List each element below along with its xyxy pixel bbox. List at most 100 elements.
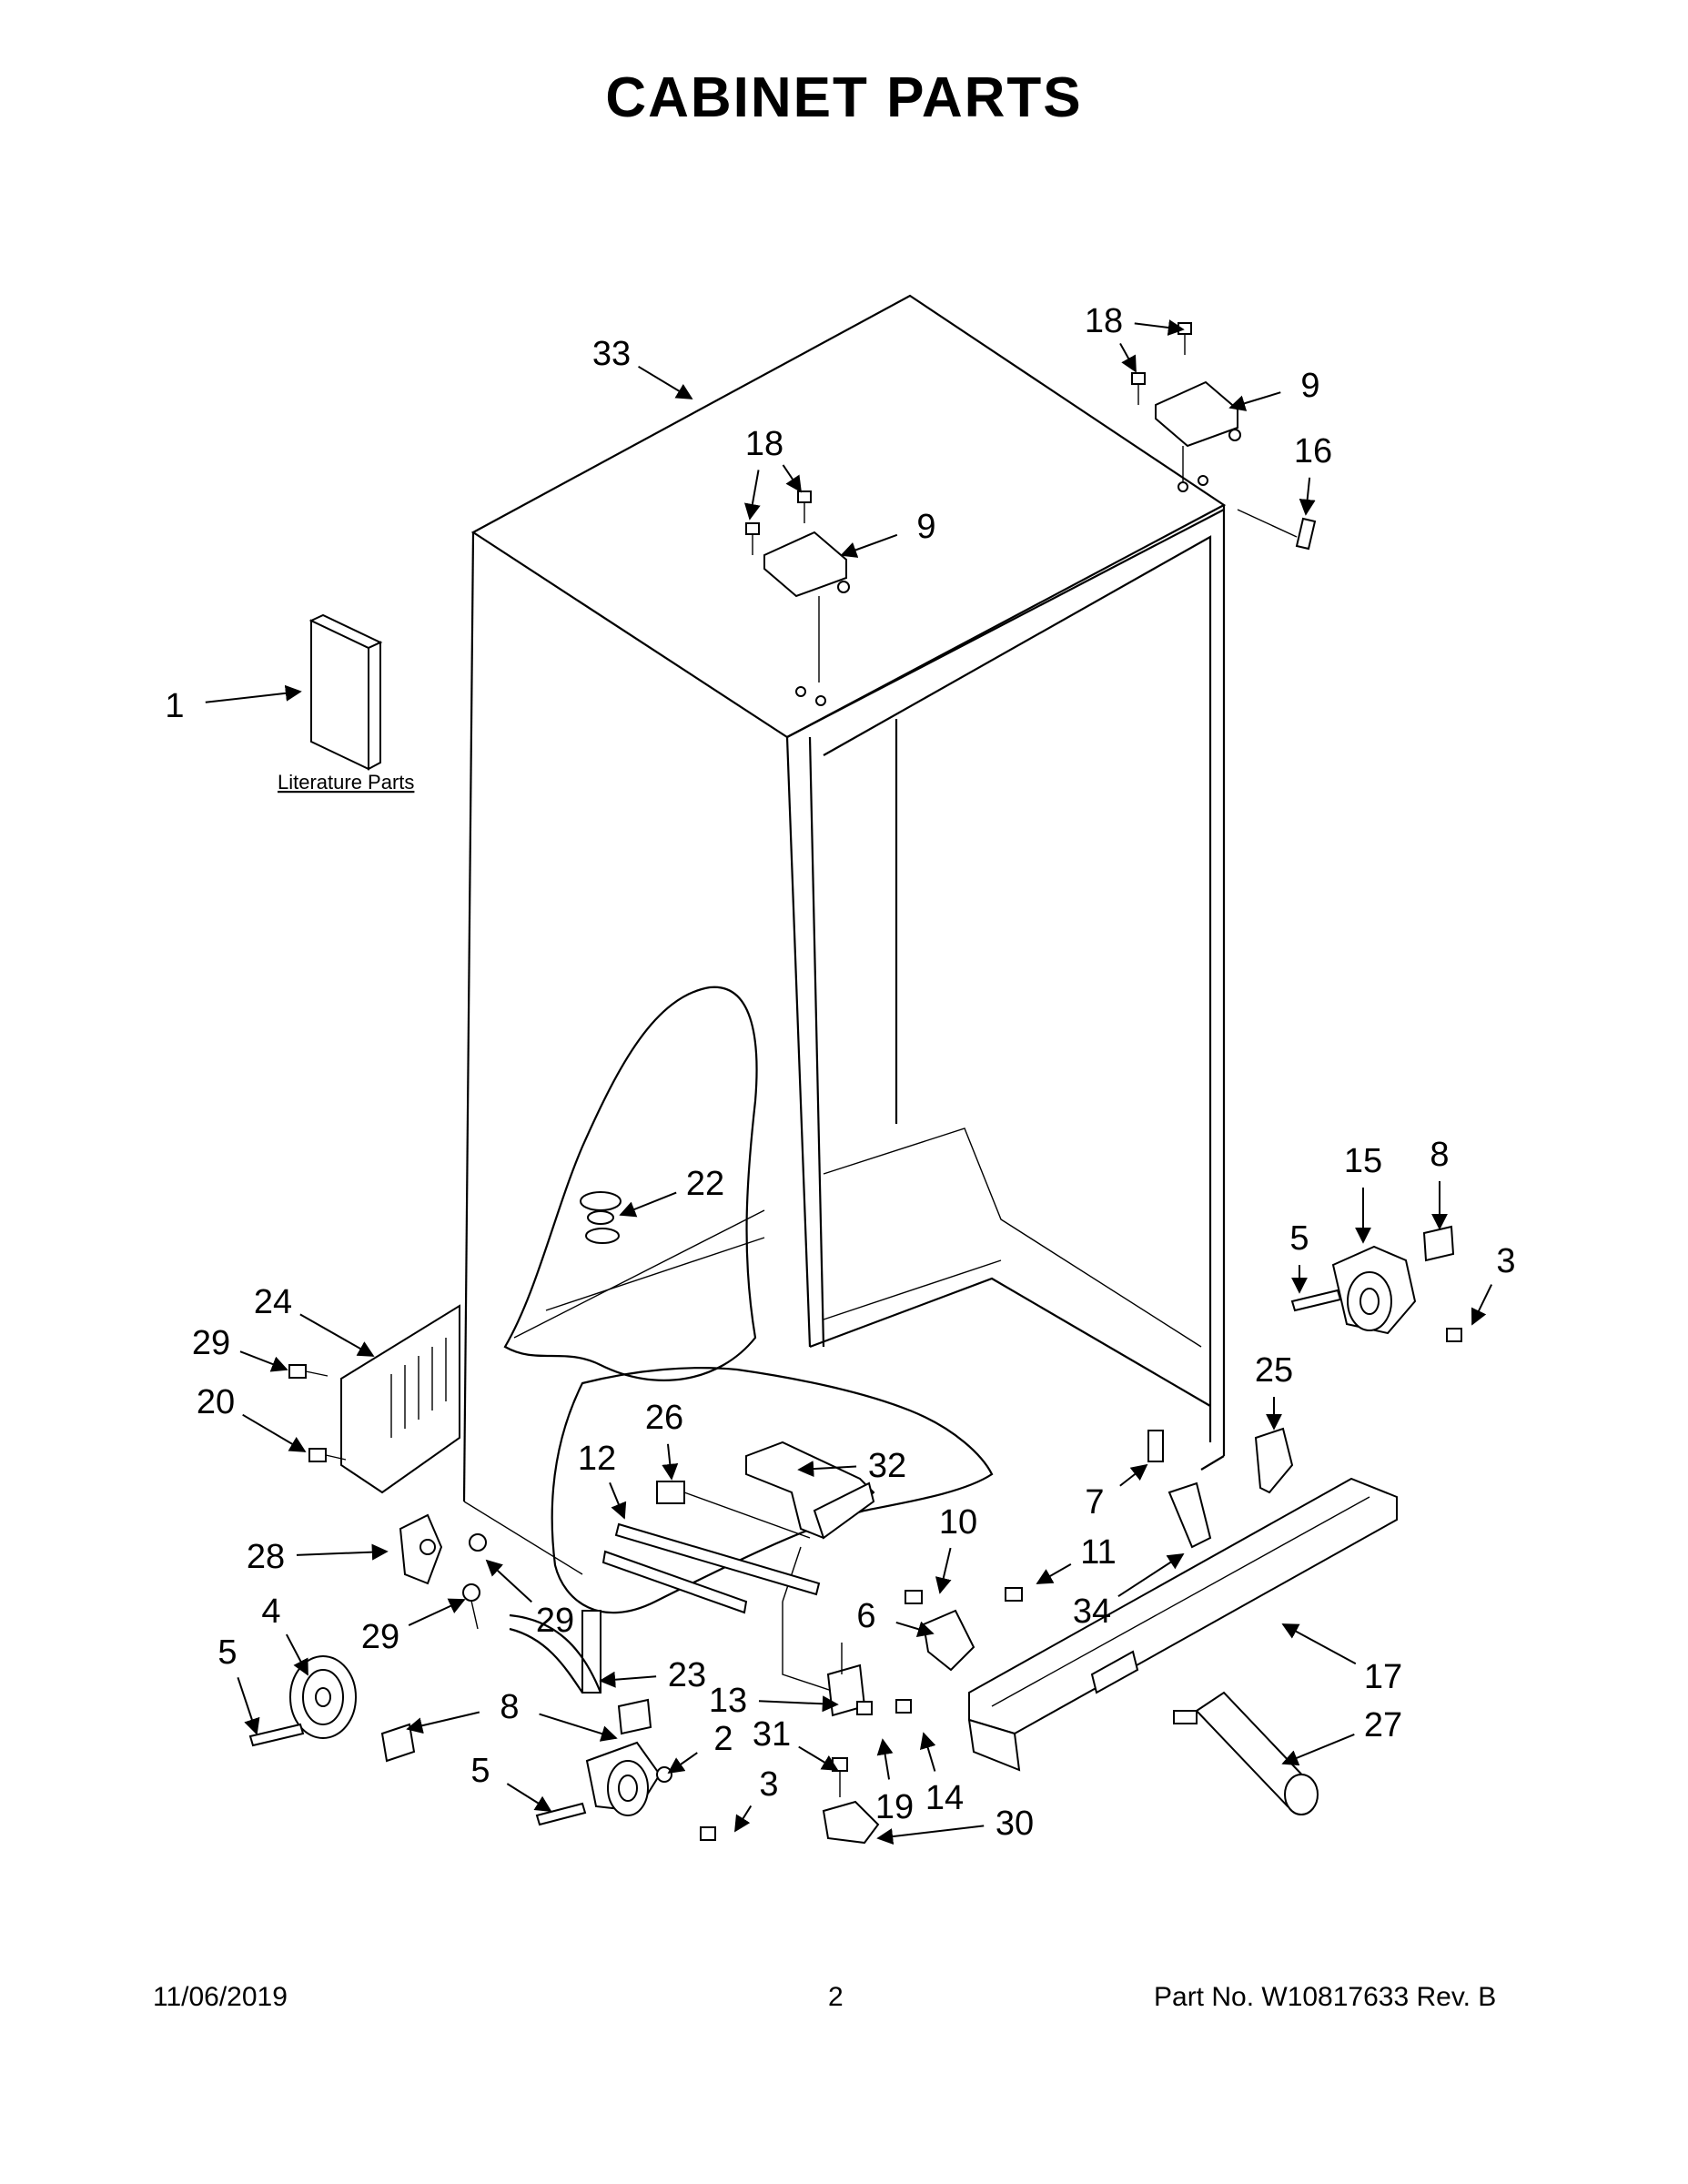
callout-label-c5a: 5 bbox=[1289, 1219, 1309, 1258]
top-hinge-left bbox=[763, 531, 850, 706]
callout-label-c14: 14 bbox=[925, 1779, 964, 1817]
callout-leader-c3b bbox=[734, 1805, 753, 1833]
pin-5-left bbox=[248, 1723, 305, 1747]
callout-leader-c17 bbox=[1281, 1623, 1357, 1665]
callout-label-c24: 24 bbox=[254, 1283, 292, 1321]
tube-16 bbox=[1237, 509, 1317, 551]
callout-label-c12: 12 bbox=[578, 1440, 616, 1478]
pad-8-right bbox=[1422, 1225, 1455, 1262]
callout-label-c13: 13 bbox=[709, 1682, 747, 1720]
callout-leader-c9b bbox=[840, 533, 898, 558]
screw-14 bbox=[895, 1699, 912, 1714]
callout-label-c33: 33 bbox=[592, 335, 631, 373]
screw-11 bbox=[1005, 1587, 1023, 1602]
footer-page-number: 2 bbox=[828, 1982, 844, 2012]
callout-leader-c13 bbox=[758, 1695, 839, 1713]
callout-leader-c28 bbox=[296, 1543, 389, 1561]
bracket-28 bbox=[399, 1513, 443, 1585]
callout-leader-c20 bbox=[242, 1413, 307, 1452]
callout-label-c17: 17 bbox=[1364, 1658, 1402, 1696]
callout-leader-c29b bbox=[408, 1598, 466, 1626]
callout-label-c9b: 9 bbox=[916, 508, 935, 546]
screw-31 bbox=[832, 1757, 848, 1797]
footer-part-number: Part No. W10817633 Rev. B bbox=[1154, 1982, 1497, 2012]
callout-label-c2: 2 bbox=[713, 1720, 733, 1758]
callout-label-c25: 25 bbox=[1255, 1351, 1293, 1390]
tube-12 bbox=[601, 1522, 821, 1614]
callout-leader-c19 bbox=[876, 1738, 894, 1780]
callout-label-c18a: 18 bbox=[1085, 302, 1123, 340]
callout-label-c10: 10 bbox=[939, 1503, 977, 1542]
callout-leader-c3a bbox=[1471, 1284, 1493, 1326]
callout-label-c6: 6 bbox=[856, 1597, 875, 1635]
screw-3-bottom bbox=[700, 1826, 716, 1841]
callout-label-c20: 20 bbox=[197, 1383, 235, 1421]
page-title: CABINET PARTS bbox=[605, 66, 1083, 129]
bracket-6 bbox=[922, 1609, 975, 1672]
footer-date: 11/06/2019 bbox=[153, 1982, 288, 2012]
callout-leader-c26 bbox=[662, 1443, 679, 1481]
callout-label-c8b: 8 bbox=[500, 1688, 519, 1726]
callout-leader-c10 bbox=[935, 1547, 952, 1594]
literature-booklet bbox=[308, 613, 383, 771]
pad-8-mid bbox=[617, 1698, 652, 1735]
callout-leader-c23 bbox=[599, 1671, 657, 1688]
callout-label-c18b: 18 bbox=[745, 425, 783, 463]
callout-leader-c5c bbox=[506, 1783, 552, 1812]
hinge-25 bbox=[1254, 1427, 1294, 1494]
callout-label-c26: 26 bbox=[645, 1399, 683, 1437]
callout-leader-c16 bbox=[1299, 477, 1316, 516]
bracket-26 bbox=[656, 1481, 811, 1539]
callout-label-c32: 32 bbox=[868, 1447, 906, 1485]
callout-leader-c34 bbox=[1117, 1553, 1185, 1598]
callout-label-c19: 19 bbox=[875, 1788, 914, 1826]
screws-29 bbox=[462, 1533, 487, 1630]
callout-leader-c8b bbox=[406, 1711, 480, 1734]
callout-leader-c12 bbox=[609, 1481, 627, 1520]
bracket-34 bbox=[1167, 1481, 1212, 1549]
roller-assembly-front-right bbox=[1331, 1245, 1417, 1335]
screw-19 bbox=[856, 1701, 873, 1715]
callout-label-c28: 28 bbox=[247, 1538, 285, 1576]
callout-leader-c7 bbox=[1119, 1463, 1148, 1487]
callout-leader-c31 bbox=[798, 1745, 839, 1771]
callout-label-c29a: 29 bbox=[192, 1324, 230, 1362]
drain-cup-22 bbox=[580, 1191, 622, 1244]
bracket-7 bbox=[1147, 1430, 1164, 1462]
callout-leader-c5b bbox=[237, 1676, 260, 1735]
callout-label-c5b: 5 bbox=[217, 1633, 237, 1672]
callout-leader-c18d bbox=[1119, 342, 1137, 373]
rear-panel-24 bbox=[340, 1304, 460, 1494]
callout-leader-c14 bbox=[920, 1732, 936, 1772]
callout-leader-c33 bbox=[638, 365, 693, 399]
literature-parts-label: Literature Parts bbox=[278, 771, 414, 794]
callout-leader-c27 bbox=[1281, 1733, 1355, 1766]
roller-assembly-front-left bbox=[585, 1741, 672, 1816]
callout-leader-c4 bbox=[285, 1633, 308, 1676]
cutaway-upper bbox=[503, 986, 765, 1381]
callout-leader-c30 bbox=[876, 1825, 985, 1845]
callout-label-c5c: 5 bbox=[470, 1752, 490, 1790]
drain-hose-23 bbox=[509, 1610, 602, 1694]
callout-leader-c24 bbox=[299, 1313, 375, 1357]
water-filter-27 bbox=[1173, 1691, 1319, 1815]
screw-10 bbox=[905, 1590, 923, 1604]
callout-leader-c32 bbox=[797, 1461, 857, 1478]
callout-leader-c29c bbox=[485, 1559, 532, 1603]
callout-leader-c18a bbox=[1134, 319, 1185, 336]
screws-29-20 bbox=[288, 1364, 347, 1462]
bracket-30 bbox=[822, 1800, 880, 1845]
callout-leader-c11 bbox=[1036, 1563, 1072, 1584]
callout-label-c29c: 29 bbox=[536, 1602, 574, 1640]
callout-leader-c1 bbox=[205, 684, 302, 703]
callout-label-c4: 4 bbox=[261, 1592, 280, 1631]
callout-label-c29b: 29 bbox=[361, 1618, 399, 1656]
callout-leader-c9a bbox=[1228, 391, 1281, 411]
callout-label-c15: 15 bbox=[1344, 1142, 1382, 1180]
pin-5-bottom bbox=[535, 1802, 587, 1826]
callout-label-c1: 1 bbox=[165, 687, 184, 725]
callout-leader-c18c bbox=[743, 470, 761, 521]
callout-label-c3a: 3 bbox=[1496, 1242, 1515, 1280]
callout-label-c3b: 3 bbox=[759, 1765, 778, 1804]
